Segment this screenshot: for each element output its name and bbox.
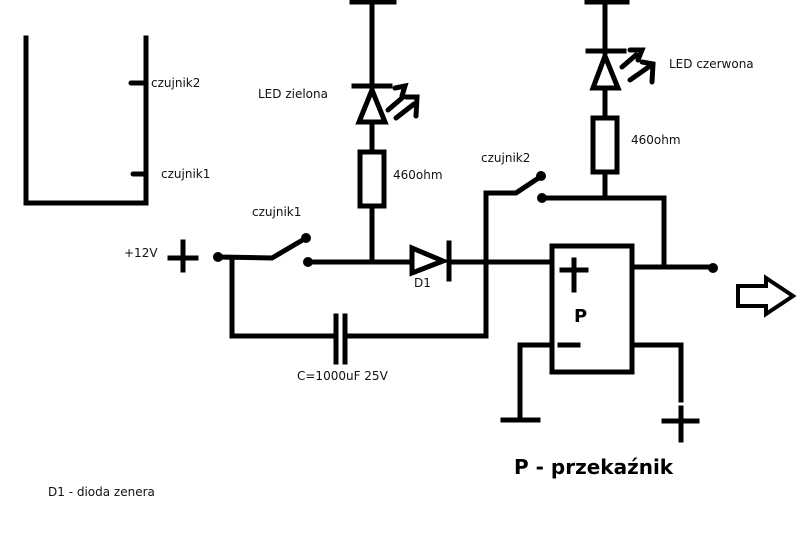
tank-sensor2-label: czujnik2 [151, 76, 200, 90]
resistor-red [590, 115, 620, 175]
capacitor-label: C=1000uF 25V [297, 369, 389, 383]
capacitor-c1 [229, 173, 544, 365]
diode-label: D1 [414, 276, 431, 290]
resistor-green-label: 460ohm [393, 168, 443, 182]
red-led-branch [584, 0, 656, 201]
green-led-branch [349, 0, 420, 265]
relay-letter: P [574, 306, 587, 327]
switch-czujnik2 [536, 171, 667, 270]
led-green-light-arrows-icon [385, 82, 420, 121]
switch-czujnik1 [213, 233, 415, 267]
relay-body [549, 243, 635, 375]
relay-p [500, 243, 718, 443]
zener-diode-d1 [409, 240, 554, 282]
supply-plus-icon [167, 239, 199, 273]
led-red-icon [589, 49, 622, 91]
tank-sensor1-label: czujnik1 [161, 167, 210, 181]
relay-supply-plus-icon [661, 405, 700, 443]
resistor-red-label: 460ohm [631, 133, 681, 147]
switch1-label: czujnik1 [252, 205, 301, 219]
led-red-label: LED czerwona [669, 57, 754, 71]
water-tank [23, 35, 149, 206]
output-arrow-icon [736, 274, 797, 318]
led-green-icon [355, 83, 389, 125]
supply-label: +12V [124, 246, 158, 260]
legend-d1: D1 - dioda zenera [48, 485, 155, 499]
switch2-label: czujnik2 [481, 151, 530, 165]
relay-caption: P - przekaźnik [514, 455, 674, 479]
led-green-label: LED zielona [258, 87, 328, 101]
resistor-green [357, 149, 387, 209]
led-red-light-arrows-icon [619, 47, 656, 85]
